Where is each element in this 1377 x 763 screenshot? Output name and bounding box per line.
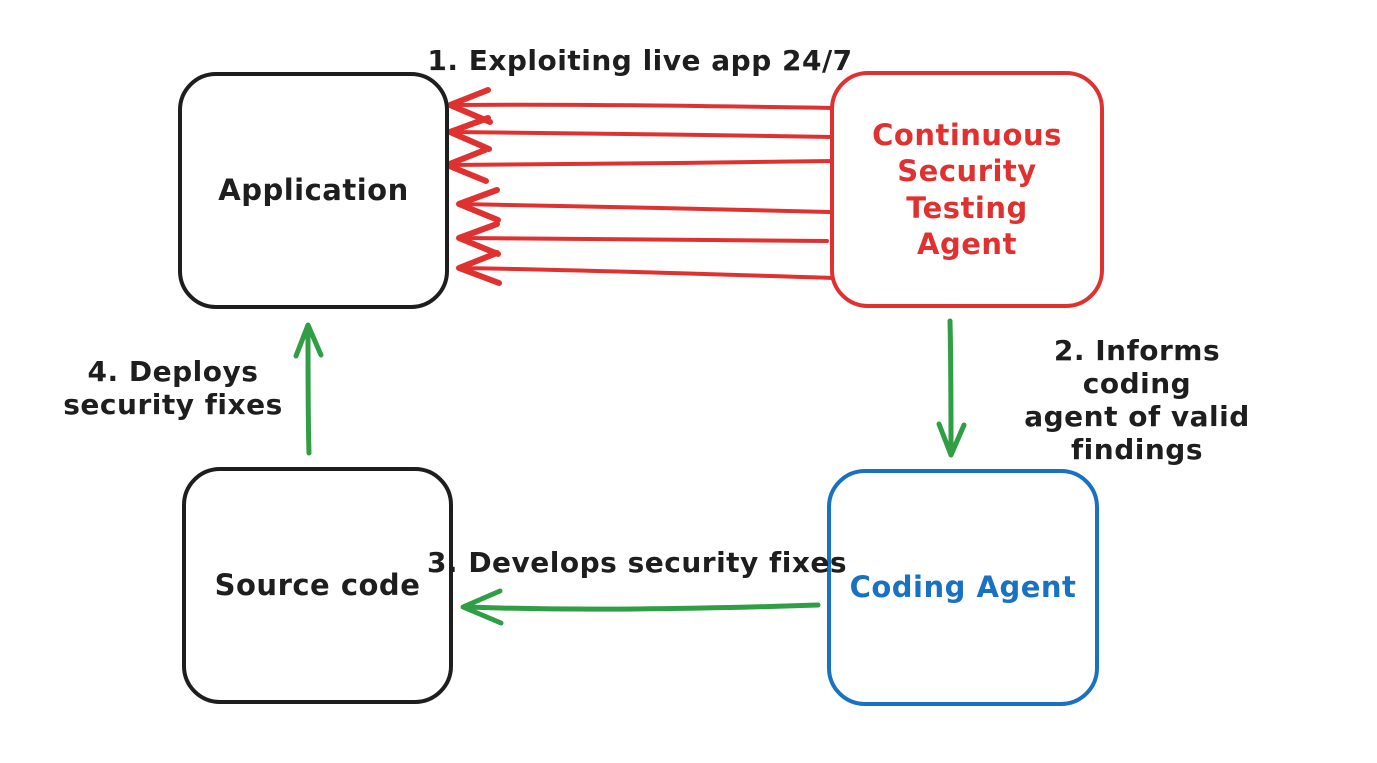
node-continuous-security-testing-agent: Continuous Security Testing Agent (830, 71, 1104, 308)
edge-informs-arrow (936, 318, 967, 458)
edge-deploys-arrow (293, 322, 324, 456)
edge-label-step4-deploys: 4. Deploys security fixes (63, 355, 283, 422)
red-attack-arrow-3 (444, 147, 835, 184)
node-application-label: Application (218, 173, 409, 208)
red-attack-arrow-1 (447, 87, 835, 125)
node-cst-agent-label: Continuous Security Testing Agent (872, 118, 1062, 261)
edge-label-step2-informs: 2. Informs coding agent of valid finding… (1024, 334, 1250, 467)
red-attack-arrow-4 (456, 187, 831, 223)
node-coding-agent-label: Coding Agent (849, 570, 1077, 605)
red-attack-arrow-5 (456, 221, 829, 257)
node-application: Application (178, 72, 449, 309)
node-coding-agent: Coding Agent (827, 469, 1099, 706)
edge-label-step3-develops: 3. Develops security fixes (426, 546, 848, 579)
edge-exploiting-arrows (444, 87, 836, 286)
red-attack-arrow-2 (447, 115, 835, 152)
edge-develops-arrow (460, 588, 821, 626)
node-source-code-label: Source code (214, 568, 421, 603)
red-attack-arrow-6 (456, 250, 836, 286)
edge-label-step1-exploiting: 1. Exploiting live app 24/7 (427, 44, 853, 77)
node-source-code: Source code (182, 467, 453, 704)
